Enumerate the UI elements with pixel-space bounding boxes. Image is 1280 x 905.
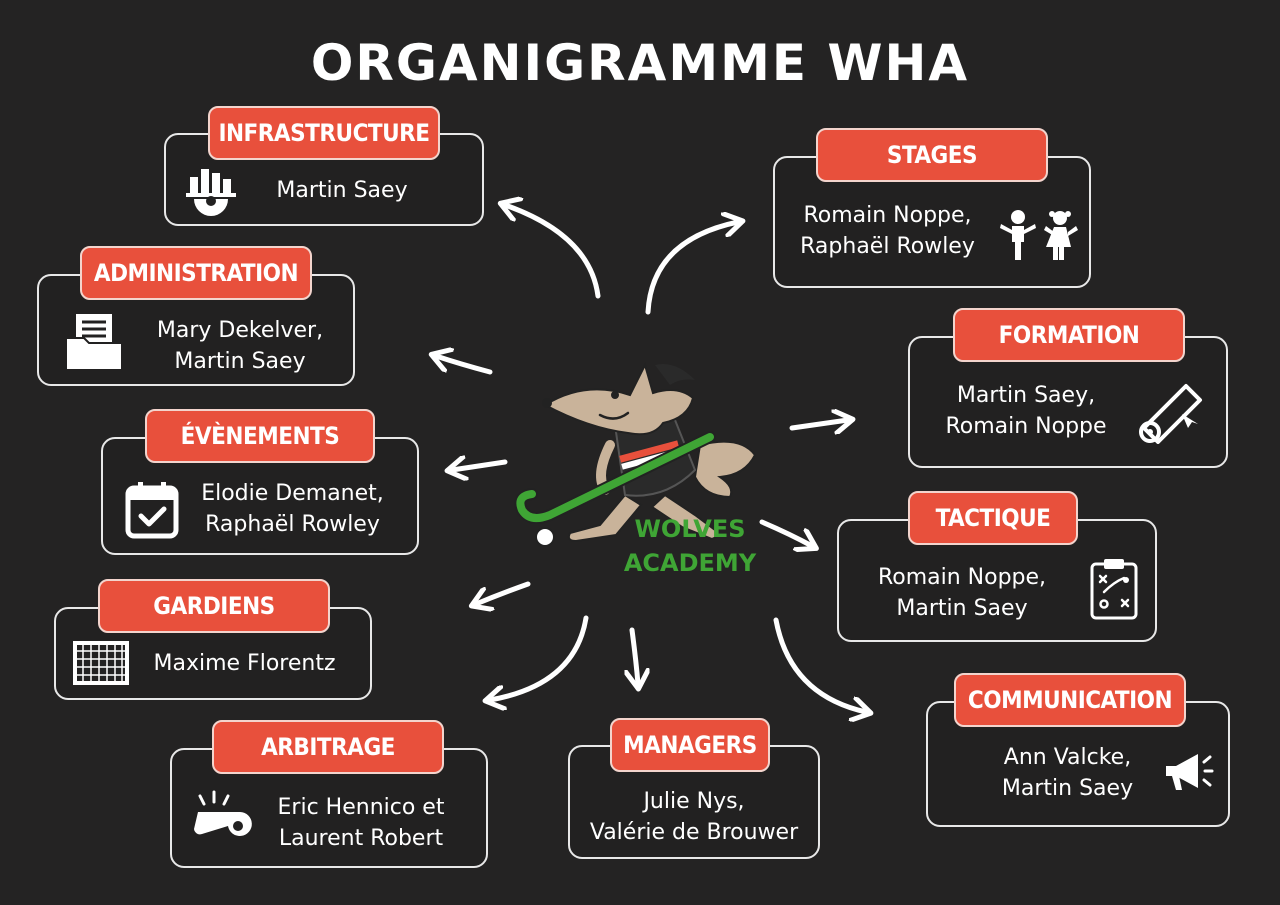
name: Martin Saey xyxy=(276,178,408,203)
name: Romain Noppe, xyxy=(877,565,1047,590)
name: Mary Dekelver, xyxy=(156,318,324,343)
goal-net-icon xyxy=(73,641,129,685)
megaphone-icon xyxy=(1166,754,1214,790)
name: Maxime Florentz xyxy=(153,651,336,676)
tab-formation: FORMATION xyxy=(953,308,1185,362)
arrow-managers xyxy=(632,627,638,684)
document-folder-icon xyxy=(65,314,123,371)
arrow-stages xyxy=(645,222,738,315)
name: Elodie Demanet, xyxy=(201,481,384,506)
name: Ann Valcke, xyxy=(1003,745,1132,770)
whistle-icon xyxy=(194,790,252,836)
diploma-scroll-icon xyxy=(1139,384,1202,444)
tab-administration: ADMINISTRATION xyxy=(80,246,312,300)
name: Romain Noppe, xyxy=(803,203,972,228)
name: Valérie de Brouwer xyxy=(589,820,799,845)
name: Martin Saey xyxy=(896,596,1028,621)
names-stages: Romain Noppe, Raphaël Rowley xyxy=(790,200,985,262)
arrow-communication xyxy=(773,617,866,712)
wolf-nose xyxy=(542,398,552,408)
logo-line-1: WOLVES xyxy=(634,515,746,543)
name: Raphaël Rowley xyxy=(205,512,380,537)
wolves-academy-logo-text: WOLVES ACADEMY xyxy=(600,512,780,580)
children-icon xyxy=(1000,210,1078,260)
tab-evenements: ÉVÈNEMENTS xyxy=(145,409,375,463)
calendar-check-icon xyxy=(125,482,179,539)
names-tactique: Romain Noppe, Martin Saey xyxy=(862,562,1062,624)
wolf-hair xyxy=(655,364,695,385)
name: Martin Saey, xyxy=(956,383,1096,408)
name: Eric Hennico et xyxy=(277,795,445,820)
names-managers: Julie Nys, Valérie de Brouwer xyxy=(570,786,818,848)
wolf-mascot-logo xyxy=(514,362,757,547)
names-administration: Mary Dekelver, Martin Saey xyxy=(140,315,340,377)
arrow-evenements xyxy=(452,462,508,470)
wolf-leg xyxy=(567,493,643,543)
name: Romain Noppe xyxy=(945,414,1107,439)
arrow-arbitrage xyxy=(490,615,589,700)
jersey-stripe xyxy=(619,440,680,463)
name: Martin Saey xyxy=(174,349,306,374)
wolf-smile xyxy=(598,411,630,420)
tab-managers: MANAGERS xyxy=(610,718,770,772)
name: Raphaël Rowley xyxy=(800,234,975,259)
tab-tactique: TACTIQUE xyxy=(908,491,1078,545)
arrow-formation xyxy=(789,420,848,428)
hockey-ball xyxy=(535,527,555,547)
names-arbitrage: Eric Hennico et Laurent Robert xyxy=(256,792,466,854)
tab-arbitrage: ARBITRAGE xyxy=(212,720,444,774)
arrow-gardiens xyxy=(476,581,531,604)
page-title: ORGANIGRAMME WHA xyxy=(310,34,970,92)
names-gardiens: Maxime Florentz xyxy=(142,648,347,679)
logo-line-2: ACADEMY xyxy=(623,549,757,577)
arrow-administration xyxy=(436,356,493,375)
wolf-leg xyxy=(650,493,719,541)
tactics-clipboard-icon xyxy=(1090,559,1138,620)
names-formation: Martin Saey, Romain Noppe xyxy=(930,380,1122,442)
wolf-eye xyxy=(611,391,619,399)
factory-gear-icon xyxy=(186,169,236,216)
tab-stages: STAGES xyxy=(816,128,1048,182)
tab-infrastructure: INFRASTRUCTURE xyxy=(208,106,440,160)
names-evenements: Elodie Demanet, Raphaël Rowley xyxy=(190,478,395,540)
name: Julie Nys, xyxy=(643,789,745,814)
wolf-tail xyxy=(693,440,757,499)
names-communication: Ann Valcke, Martin Saey xyxy=(970,742,1165,804)
arrow-infrastructure xyxy=(505,205,601,299)
hockey-stick xyxy=(516,433,714,523)
name: Martin Saey xyxy=(1001,776,1134,801)
arrow-tactique xyxy=(759,519,812,546)
name: Laurent Robert xyxy=(278,826,444,851)
names-infrastructure: Martin Saey xyxy=(262,175,422,206)
tab-gardiens: GARDIENS xyxy=(98,579,330,633)
tab-communication: COMMUNICATION xyxy=(954,673,1186,727)
